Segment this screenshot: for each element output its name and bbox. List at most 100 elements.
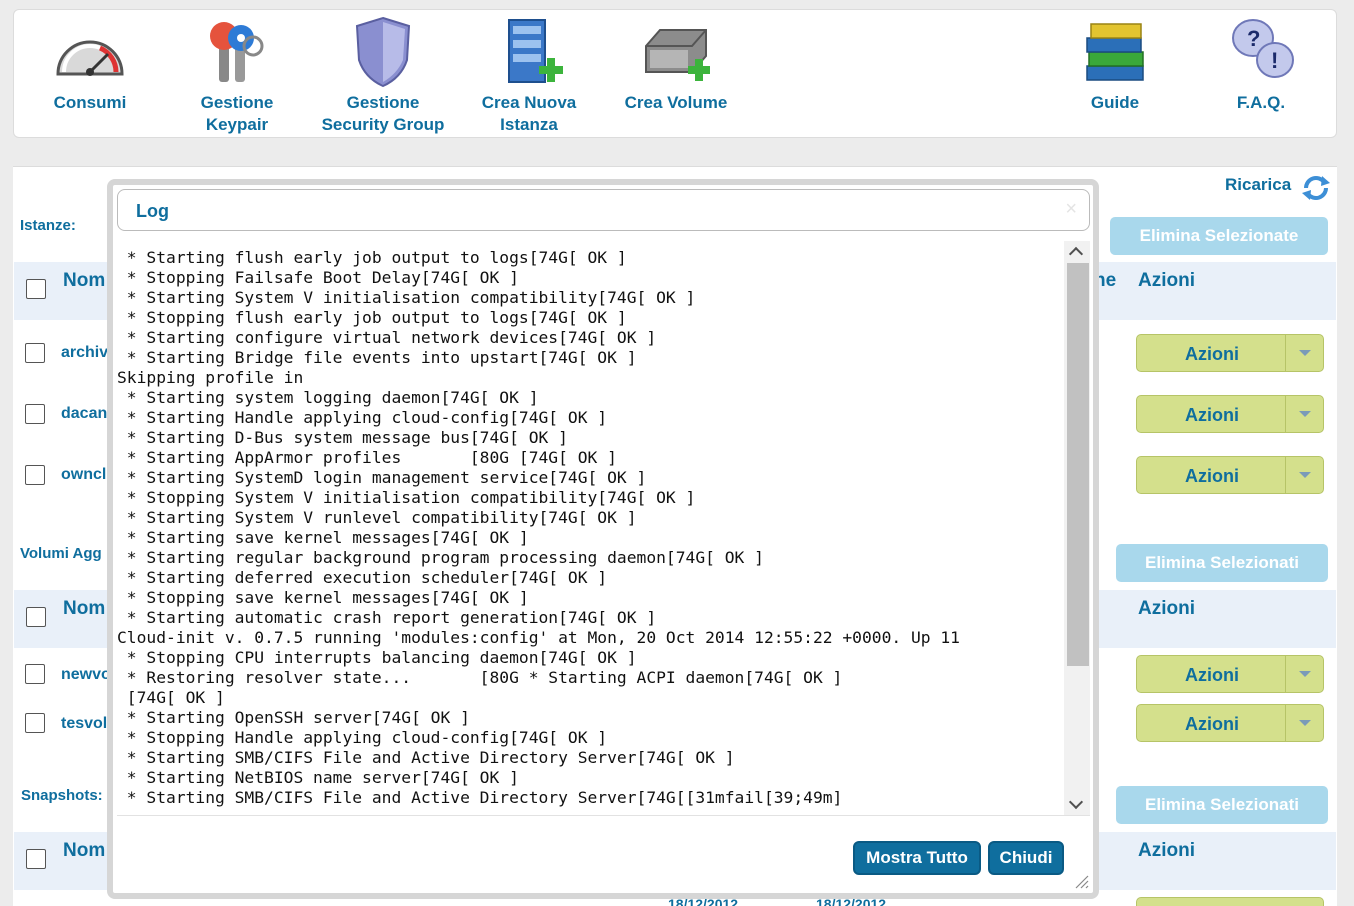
tool-label: Crea Volume — [624, 93, 728, 112]
column-header-name[interactable]: Nom — [63, 840, 106, 861]
gauge-icon — [50, 16, 130, 88]
log-line: * Starting Bridge file events into upsta… — [117, 348, 637, 367]
log-line: * Starting flush early job output to log… — [117, 248, 627, 267]
log-line: Skipping profile in — [117, 368, 304, 387]
toolbar-crea-volume[interactable]: Crea Volume — [601, 16, 751, 114]
toolbar-gestione-security-group[interactable]: Gestione Security Group — [308, 16, 458, 136]
row-checkbox[interactable] — [25, 465, 45, 485]
row-checkbox[interactable] — [25, 713, 45, 733]
actions-dropdown-button[interactable]: Azioni — [1136, 655, 1324, 693]
refresh-icon[interactable] — [1300, 172, 1332, 204]
tool-label: Consumi — [53, 93, 127, 112]
row-checkbox[interactable] — [25, 664, 45, 684]
svg-text:!: ! — [1271, 48, 1278, 73]
log-line: * Stopping Handle applying cloud-config[… — [117, 728, 608, 747]
instance-name-link[interactable]: dacan — [61, 405, 108, 422]
log-line: * Starting System V initialisation compa… — [117, 288, 696, 307]
actions-dropdown-button[interactable]: Azioni — [1136, 456, 1324, 494]
actions-label: Azioni — [1185, 665, 1239, 685]
actions-label: Azioni — [1185, 466, 1239, 486]
row-checkbox[interactable] — [25, 343, 45, 363]
delete-selected-snapshots-button[interactable]: Elimina Selezionati — [1116, 786, 1328, 824]
tool-label: Istanza — [500, 115, 558, 134]
chevron-down-icon[interactable] — [1285, 705, 1323, 741]
row-checkbox[interactable] — [25, 404, 45, 424]
log-line: * Restoring resolver state... [80G * Sta… — [117, 668, 843, 687]
toolbar-guide[interactable]: Guide — [1040, 16, 1190, 114]
tool-label: Crea Nuova — [481, 93, 577, 112]
toolbar-faq[interactable]: ?! F.A.Q. — [1186, 16, 1336, 114]
chevron-down-icon[interactable] — [1285, 335, 1323, 371]
volumes-label: Volumi Agg — [20, 545, 102, 562]
snapshots-label: Snapshots: — [21, 787, 103, 804]
select-all-checkbox[interactable] — [26, 849, 46, 869]
instance-name-link[interactable]: owncl — [61, 466, 107, 483]
snapshot-date: 18/12/2012 — [816, 896, 887, 906]
drive-add-icon — [636, 16, 716, 88]
toolbar-consumi[interactable]: Consumi — [15, 16, 165, 114]
scroll-up-arrow-icon[interactable] — [1064, 241, 1090, 263]
select-all-checkbox[interactable] — [26, 607, 46, 627]
close-icon[interactable]: × — [1065, 198, 1077, 220]
tool-label: Gestione — [346, 93, 420, 112]
log-line: * Stopping save kernel messages[74G[ OK … — [117, 588, 529, 607]
snapshot-date: 18/12/2012 — [668, 896, 739, 906]
actions-label: Azioni — [1185, 344, 1239, 364]
delete-selected-instances-button[interactable]: Elimina Selezionate — [1110, 217, 1328, 255]
volume-name-link[interactable]: newvo — [61, 666, 111, 683]
chevron-down-icon[interactable] — [1285, 396, 1323, 432]
close-button[interactable]: Chiudi — [988, 841, 1064, 875]
log-line: * Starting Handle applying cloud-config[… — [117, 408, 608, 427]
volume-name-link[interactable]: tesvol — [61, 715, 108, 732]
actions-dropdown-button[interactable] — [1136, 897, 1324, 906]
column-header-actions: Azioni — [1138, 840, 1195, 861]
scrollbar-thumb[interactable] — [1067, 263, 1089, 666]
delete-selected-volumes-button[interactable]: Elimina Selezionati — [1116, 544, 1328, 582]
log-line: * Stopping Failsafe Boot Delay[74G[ OK ] — [117, 268, 519, 287]
column-header-name[interactable]: Nom — [63, 598, 106, 619]
scroll-down-arrow-icon[interactable] — [1064, 794, 1090, 815]
log-dialog: Log × * Starting flush early job output … — [107, 179, 1099, 899]
show-all-button[interactable]: Mostra Tutto — [853, 841, 981, 875]
log-line: * Starting SystemD login management serv… — [117, 468, 647, 487]
log-line: * Starting AppArmor profiles [80G [74G[ … — [117, 448, 617, 467]
actions-dropdown-button[interactable]: Azioni — [1136, 334, 1324, 372]
log-line: * Stopping flush early job output to log… — [117, 308, 627, 327]
column-header-name[interactable]: Nom — [63, 270, 106, 291]
dialog-title: Log — [136, 201, 169, 221]
log-line: * Starting automatic crash report genera… — [117, 608, 657, 627]
dialog-title-bar[interactable]: Log × — [117, 189, 1090, 231]
log-line: * Starting save kernel messages[74G[ OK … — [117, 528, 529, 547]
scrollbar[interactable] — [1064, 241, 1090, 815]
log-line: * Stopping System V initialisation compa… — [117, 488, 696, 507]
resize-grip-icon[interactable] — [1073, 873, 1089, 889]
server-add-icon — [489, 16, 569, 88]
actions-label: Azioni — [1185, 405, 1239, 425]
tool-label: Guide — [1090, 93, 1140, 112]
toolbar-crea-nuova-istanza[interactable]: Crea Nuova Istanza — [454, 16, 604, 136]
keys-icon — [197, 16, 277, 88]
books-icon — [1075, 16, 1155, 88]
select-all-checkbox[interactable] — [26, 279, 46, 299]
shield-icon — [343, 16, 423, 88]
instance-name-link[interactable]: archiv — [61, 344, 109, 361]
log-line: * Starting OpenSSH server[74G[ OK ] — [117, 708, 470, 727]
actions-dropdown-button[interactable]: Azioni — [1136, 704, 1324, 742]
chevron-down-icon[interactable] — [1285, 656, 1323, 692]
tool-label: Security Group — [321, 115, 445, 134]
log-line: * Starting System V runlevel compatibili… — [117, 508, 637, 527]
ricarica-link[interactable]: Ricarica — [1225, 175, 1292, 194]
top-toolbar: Consumi Gestione Keypair Gestione Securi… — [13, 9, 1337, 138]
log-line: * Starting system logging daemon[74G[ OK… — [117, 388, 539, 407]
actions-dropdown-button[interactable]: Azioni — [1136, 395, 1324, 433]
log-output[interactable]: * Starting flush early job output to log… — [117, 241, 1090, 816]
actions-label: Azioni — [1185, 714, 1239, 734]
log-line: * Starting configure virtual network dev… — [117, 328, 657, 347]
log-line: [74G[ OK ] — [117, 688, 225, 707]
log-line: Cloud-init v. 0.7.5 running 'modules:con… — [117, 628, 960, 647]
toolbar-gestione-keypair[interactable]: Gestione Keypair — [162, 16, 312, 136]
tool-label: F.A.Q. — [1236, 93, 1286, 112]
log-line: * Starting SMB/CIFS File and Active Dire… — [117, 748, 735, 767]
column-header-partial: ne — [1094, 270, 1117, 291]
chevron-down-icon[interactable] — [1285, 457, 1323, 493]
